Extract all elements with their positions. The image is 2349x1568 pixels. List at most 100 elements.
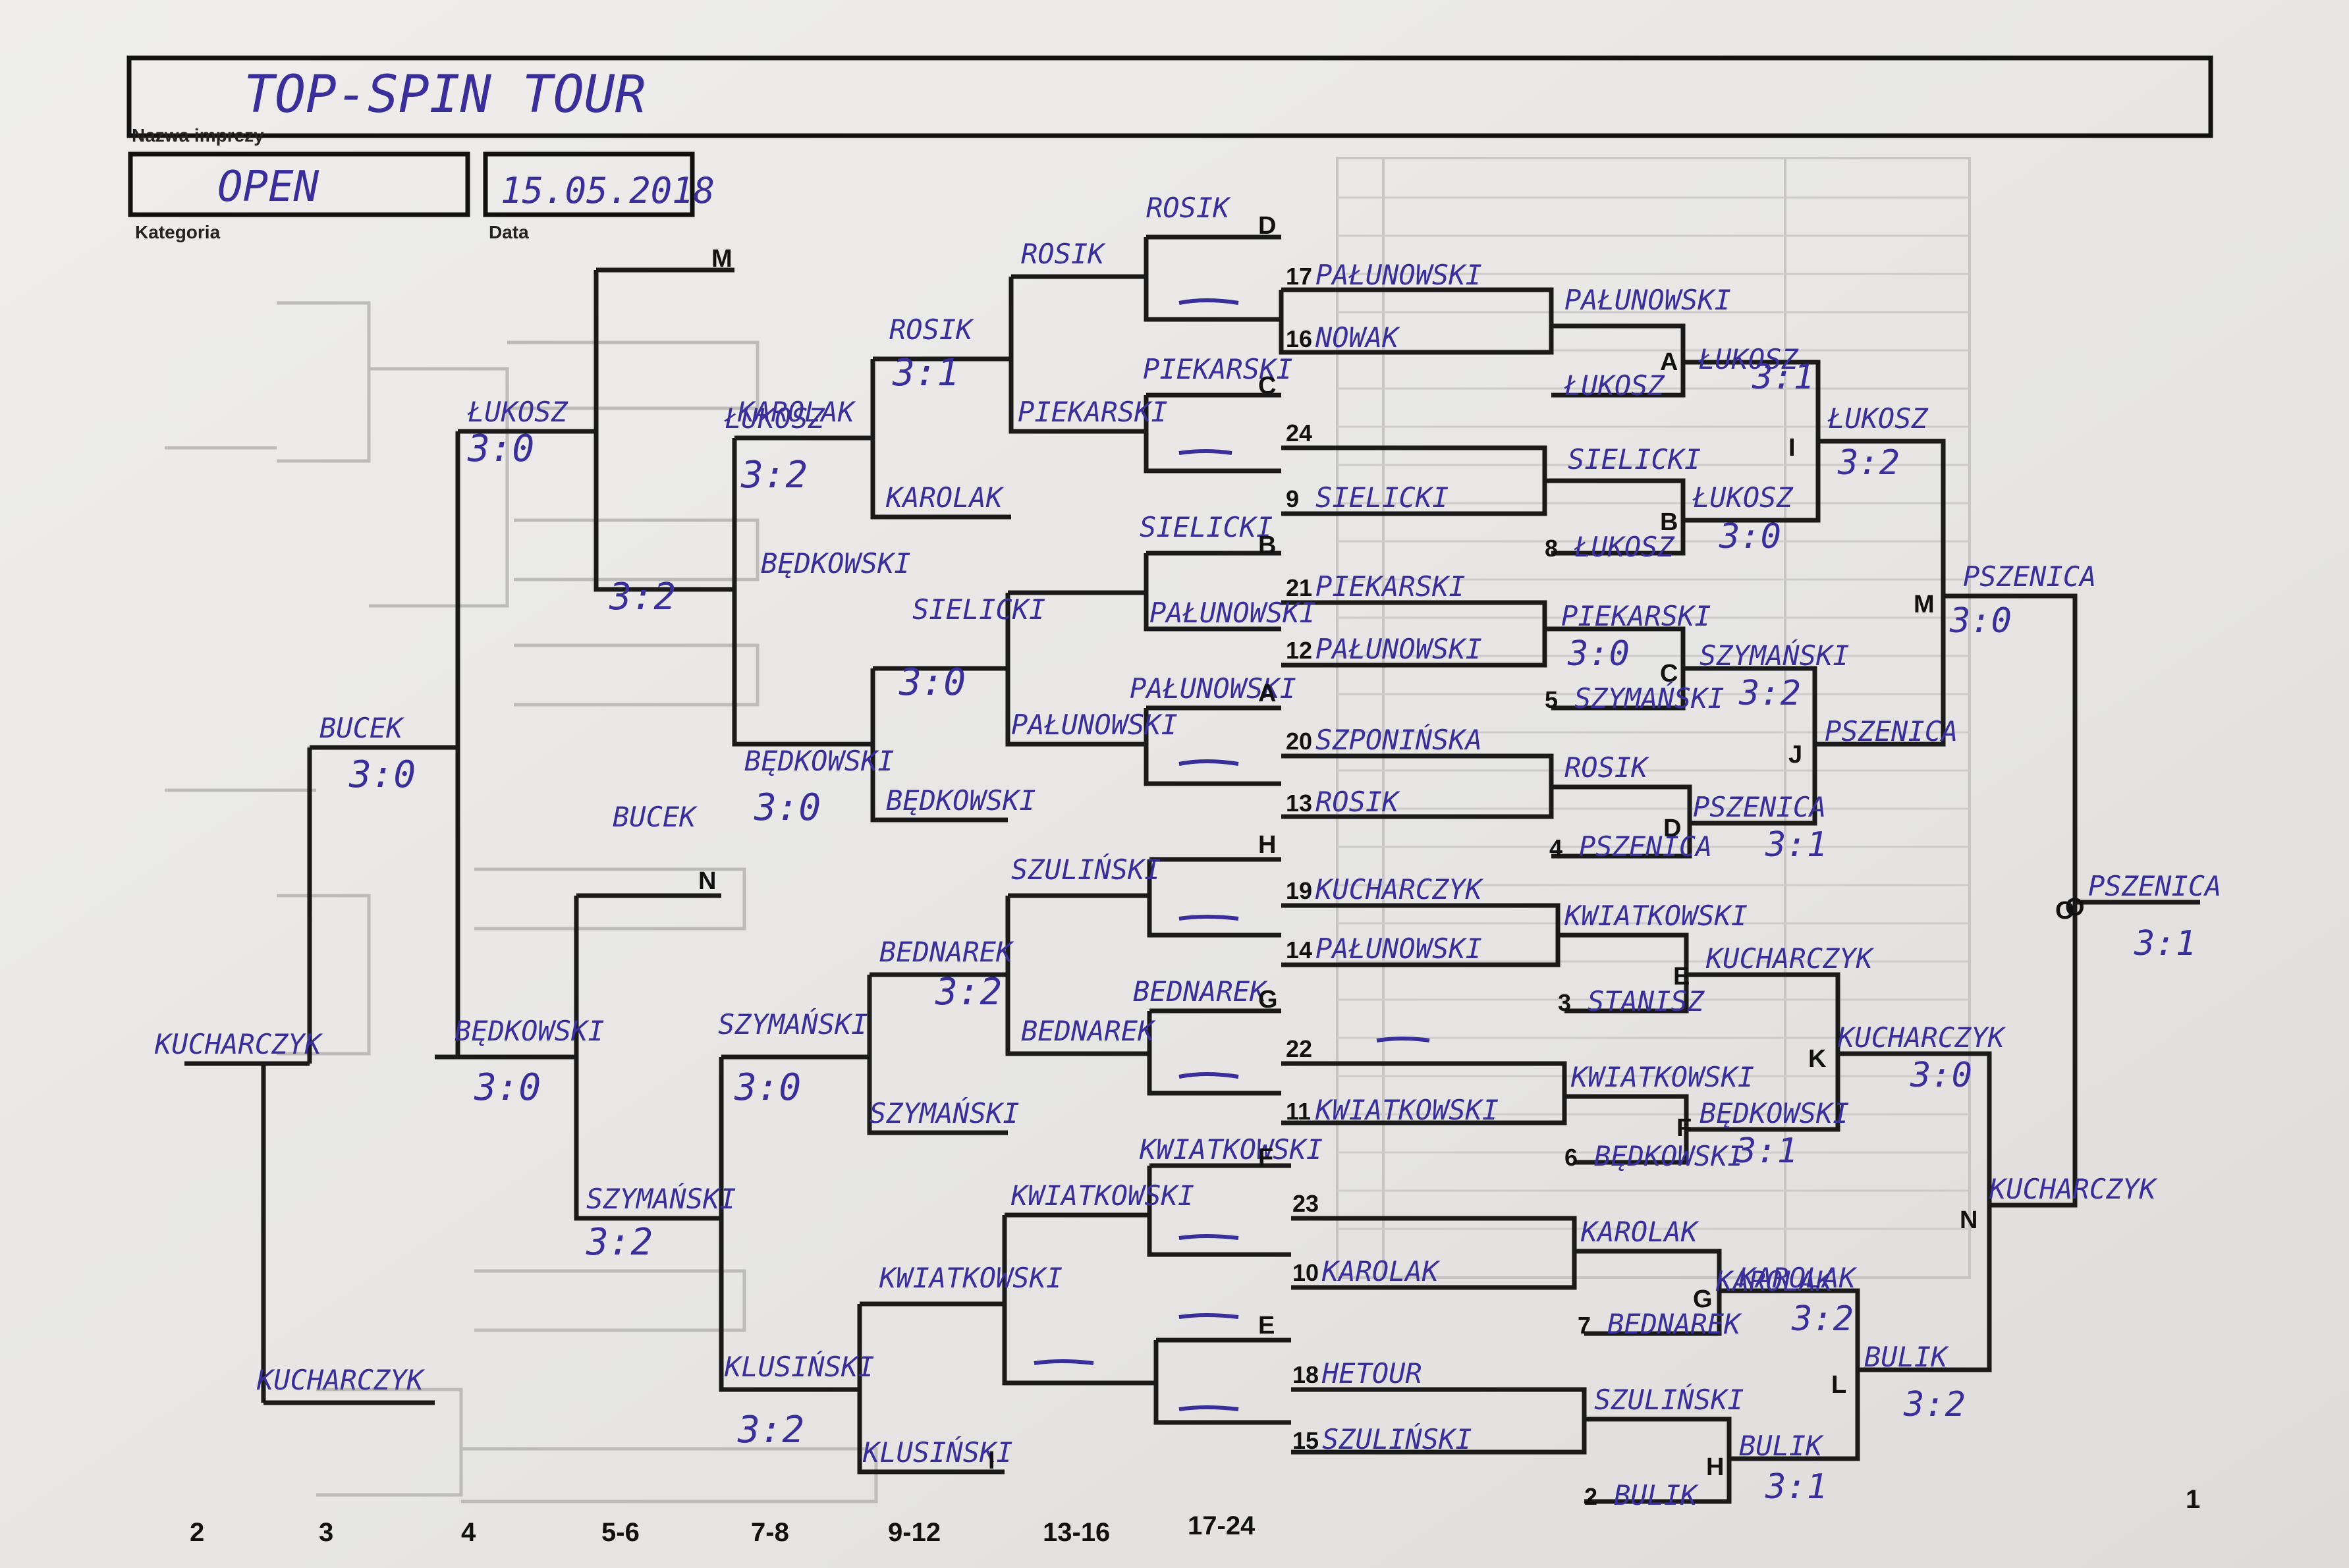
category-box[interactable]	[128, 151, 470, 217]
seed-number: 17	[1286, 263, 1312, 290]
handwritten-result: 3:1	[1765, 1467, 1827, 1507]
handwritten-entry: SZYMAŃSKI	[586, 1182, 736, 1215]
handwritten-entry: BUCEK	[319, 712, 404, 744]
handwritten-result: ŁUKOSZ	[1827, 402, 1929, 435]
handwritten-entry: 3:2	[586, 1221, 653, 1264]
handwritten-entry: 3:2	[935, 971, 1002, 1014]
handwritten-result: 3:1	[1735, 1131, 1798, 1171]
player-name: KUCHARCZYK	[1315, 873, 1484, 906]
handwritten-result: 3:1	[1752, 358, 1814, 397]
bracket-letter: M	[1914, 591, 1935, 618]
handwritten-entry: ROSIK	[889, 313, 974, 346]
bracket-letter: O	[2065, 894, 2085, 921]
player-name: PAŁUNOWSKI	[1315, 259, 1482, 291]
place-label: 13-16	[1043, 1518, 1110, 1547]
bracket-letter: K	[1808, 1045, 1827, 1073]
bracket-letter: H	[1706, 1453, 1724, 1481]
bracket-letter: A	[1660, 348, 1678, 376]
seed-number: 8	[1545, 535, 1558, 562]
handwritten-entry: PAŁUNOWSKI	[1130, 672, 1296, 705]
bracket-letter: C	[1258, 372, 1276, 400]
bracket-lines	[184, 234, 2200, 1504]
handwritten-entry: KWIATKOWSKI	[1139, 1133, 1323, 1166]
bleed-through-grid	[1336, 157, 1971, 1279]
player-name: PAŁUNOWSKI	[1315, 933, 1482, 965]
player-name: SIELICKI	[1315, 481, 1449, 514]
player-name: ROSIK	[1315, 786, 1400, 818]
first-round-entry[interactable]: 24	[1286, 419, 1312, 446]
handwritten-result: ŁUKOSZ	[1698, 343, 1799, 375]
handwritten-result: 3:2	[1903, 1385, 1966, 1424]
handwritten-entry: 3:2	[609, 576, 676, 618]
player-name: SZULIŃSKI	[1322, 1422, 1472, 1455]
date-box[interactable]	[483, 151, 695, 217]
bracket-letter: L	[1831, 1371, 1846, 1399]
handwritten-result: PSZENICA	[1825, 715, 1958, 747]
seed-number: 4	[1549, 834, 1562, 861]
handwritten-entry: BEDNAREK	[1133, 975, 1268, 1008]
category-value: OPEN	[217, 163, 319, 211]
right-side-winners: PAŁUNOWSKIŁUKOSZSIELICKIŁUKOSZ3:0ŁUKOSZ3…	[1561, 284, 2221, 1507]
event-name-box[interactable]	[126, 55, 2213, 138]
seed-number: 2	[1584, 1483, 1597, 1510]
seed-number: 3	[1558, 989, 1571, 1016]
handwritten-entry: 3:0	[467, 427, 534, 470]
handwritten-result: PSZENICA	[2088, 870, 2221, 902]
player-name: ŁUKOSZ	[1574, 531, 1675, 563]
bracket-letter: F	[1258, 1144, 1273, 1172]
handwritten-result: SZYMAŃSKI	[1700, 639, 1850, 672]
bracket-letter: M	[711, 245, 732, 273]
player-name: SZPONIŃSKA	[1315, 723, 1482, 756]
bracket-letter: C	[1660, 660, 1678, 688]
seed-number: 20	[1286, 728, 1312, 755]
place-label: 7-8	[751, 1518, 789, 1547]
player-name: BULIK	[1614, 1479, 1699, 1511]
seed-number: 5	[1545, 686, 1558, 713]
first-round-entry[interactable]: 3 STANISZ	[1558, 985, 1705, 1017]
seed-number: 16	[1286, 325, 1312, 352]
bracket-letter: A	[1258, 680, 1276, 707]
bracket-letter: F	[1676, 1114, 1692, 1142]
seed-number: 7	[1578, 1312, 1591, 1339]
bracket-letter: N	[1960, 1206, 1977, 1234]
player-name: PIEKARSKI	[1315, 570, 1466, 603]
seed-number: 15	[1292, 1427, 1319, 1454]
first-round-entry[interactable]: 8 ŁUKOSZ	[1545, 531, 1675, 563]
first-round-entry[interactable]: 23	[1292, 1190, 1319, 1217]
handwritten-entry: KAROLAK	[885, 481, 1005, 514]
place-label: 5-6	[601, 1518, 640, 1547]
handwritten-result: PSZENICA	[1963, 560, 2096, 593]
handwritten-entry: BĘDKOWSKI	[744, 745, 895, 777]
first-round-entry[interactable]: 7 BEDNAREK	[1578, 1308, 1742, 1340]
handwritten-entry: KLUSIŃSKI	[862, 1436, 1013, 1469]
handwritten-result: KAROLAK	[1738, 1262, 1858, 1294]
handwritten-entry: BĘDKOWSKI	[455, 1015, 605, 1047]
seed-number: 21	[1286, 574, 1312, 601]
player-name: STANISZ	[1588, 985, 1705, 1017]
player-name: BEDNAREK	[1607, 1308, 1742, 1340]
handwritten-result: KUCHARCZYK	[1705, 942, 1875, 975]
bracket-letter: D	[1258, 212, 1276, 240]
handwritten-entry: ŁUKOSZ	[724, 402, 825, 435]
first-round-entry[interactable]: 22	[1286, 1035, 1312, 1062]
handwritten-result: 3:2	[1837, 443, 1900, 483]
first-round-entry[interactable]: 2 BULIK	[1584, 1479, 1699, 1511]
handwritten-result: ŁUKOSZ	[1564, 369, 1665, 402]
handwritten-entry: BĘDKOWSKI	[761, 547, 911, 580]
